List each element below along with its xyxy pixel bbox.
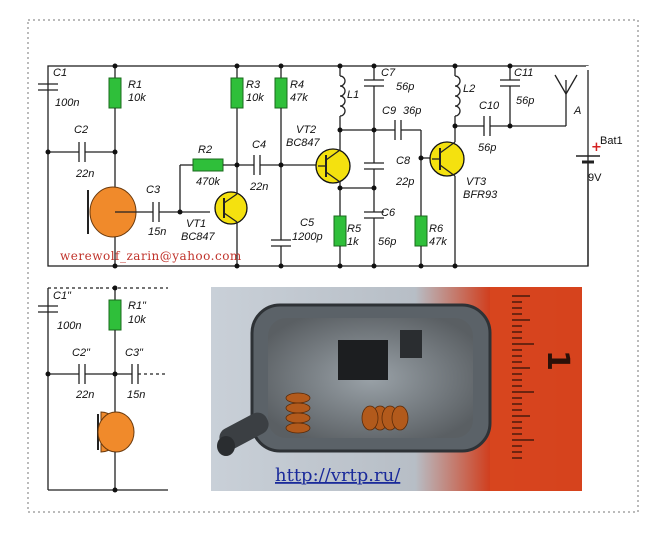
bottom-junctions	[45, 285, 118, 493]
inductor-l1: L1	[339, 66, 359, 150]
c2-name: C2	[74, 124, 88, 136]
antenna-name: A	[573, 105, 581, 117]
r3-value: 10k	[246, 92, 264, 104]
bat1-name: Bat1	[600, 135, 623, 147]
resistor-r3: R3 10k	[230, 77, 264, 109]
r2-name: R2	[198, 144, 212, 156]
c1-alt-name: C1"	[53, 290, 72, 302]
c3-name: C3	[146, 184, 161, 196]
transistor-vt3: VT3 BFR93	[429, 141, 498, 266]
device-chip	[338, 340, 388, 380]
c6-value: 56p	[378, 236, 396, 248]
r6-name: R6	[429, 223, 444, 235]
vt2-value: BC847	[286, 137, 321, 149]
bat1-value: 9V	[588, 172, 602, 184]
capacitor-c1-alt: C1" 100n	[38, 290, 81, 332]
resistor-r1: R1 10k	[108, 66, 146, 187]
outer-border	[27, 19, 639, 513]
capacitor-c2: C2 22n	[48, 124, 115, 180]
capacitor-c2-alt: C2" 22n	[48, 347, 115, 401]
c10-name: C10	[479, 100, 500, 112]
capacitor-c3-alt: C3" 15n	[115, 347, 168, 401]
source-url-link[interactable]: http://vrtp.ru/	[275, 465, 401, 486]
resistor-r5: R5 1k	[333, 215, 362, 266]
vt3-value: BFR93	[463, 189, 498, 201]
c4-name: C4	[252, 139, 266, 151]
c2-alt-name: C2"	[72, 347, 91, 359]
transistor-vt2: VT2 BC847	[286, 124, 351, 184]
c7-name: C7	[381, 67, 396, 79]
capacitor-c11: C11 56p	[500, 66, 534, 126]
capacitor-c10: C10 56p	[455, 100, 566, 154]
bottom-circuit: C1" 100n R1" 10k C2" 22n C3" 15n	[38, 285, 168, 493]
capacitor-c6: C6 56p	[364, 207, 396, 266]
c2-alt-value: 22n	[75, 389, 94, 401]
antenna: A	[554, 74, 581, 126]
resistor-r6: R6 47k	[414, 158, 447, 266]
ruler-number: 1	[540, 350, 575, 371]
c11-value: 56p	[516, 95, 534, 107]
vt2-name: VT2	[296, 124, 316, 136]
top-junctions	[45, 63, 513, 269]
vt1-value: BC847	[181, 231, 216, 243]
c4-value: 22n	[249, 181, 268, 193]
r6-value: 47k	[429, 236, 447, 248]
c8-name: C8	[396, 155, 411, 167]
r1-value: 10k	[128, 92, 146, 104]
ruler	[512, 295, 534, 459]
c3-alt-value: 15n	[127, 389, 145, 401]
r4-value: 47k	[290, 92, 308, 104]
capacitor-c7: C7 56p	[364, 66, 414, 163]
c5-name: C5	[300, 217, 315, 229]
c9-name: C9	[382, 105, 396, 117]
vt3-name: VT3	[466, 176, 487, 188]
author-email: werewolf_zarin@yahoo.com	[60, 249, 242, 263]
c10-value: 56p	[478, 142, 496, 154]
capacitor-c9: C9 36p	[382, 105, 432, 159]
capacitor-c8: C8 22p	[364, 155, 414, 212]
c7-value: 56p	[396, 81, 414, 93]
vt1-name: VT1	[186, 218, 206, 230]
inductor-l2: L2	[454, 66, 475, 142]
c11-name: C11	[514, 67, 533, 79]
top-circuit: C1 100n R1 10k C2 22n	[38, 63, 623, 269]
capacitor-c3: C3 15n	[115, 184, 210, 238]
r5-name: R5	[347, 223, 362, 235]
capacitor-c4: C4 22n	[237, 139, 318, 193]
r1-alt-value: 10k	[128, 314, 146, 326]
c2-value: 22n	[75, 168, 94, 180]
r1-alt-name: R1"	[128, 300, 147, 312]
photo-red-area	[490, 287, 582, 491]
l2-name: L2	[463, 83, 475, 95]
r4-name: R4	[290, 79, 304, 91]
device-antenna	[217, 412, 269, 456]
device-photo: 1 http://vrtp.ru/	[211, 287, 582, 491]
c9-value: 36p	[403, 105, 421, 117]
c6-name: C6	[381, 207, 396, 219]
c1-value: 100n	[55, 97, 79, 109]
resistor-r2: R2 470k	[179, 144, 237, 212]
c8-value: 22p	[395, 176, 414, 188]
capacitor-c1: C1 100n	[38, 67, 79, 109]
c1-alt-value: 100n	[57, 320, 81, 332]
device-coils	[285, 392, 409, 434]
r2-value: 470k	[196, 176, 220, 188]
l1-name: L1	[347, 89, 359, 101]
battery-bat1: + Bat1 9V	[576, 66, 623, 266]
microphone-alt	[97, 411, 135, 490]
r5-value: 1k	[347, 236, 359, 248]
battery-plus-sign: +	[591, 140, 602, 155]
r1-name: R1	[128, 79, 142, 91]
capacitor-c5: C5 1200p	[271, 165, 323, 266]
r3-name: R3	[246, 79, 261, 91]
c5-value: 1200p	[292, 231, 323, 243]
c3-alt-name: C3"	[125, 347, 144, 359]
resistor-r4: R4 47k	[274, 66, 308, 165]
c1-name: C1	[53, 67, 67, 79]
c3-value: 15n	[148, 226, 166, 238]
device-part	[400, 330, 422, 358]
